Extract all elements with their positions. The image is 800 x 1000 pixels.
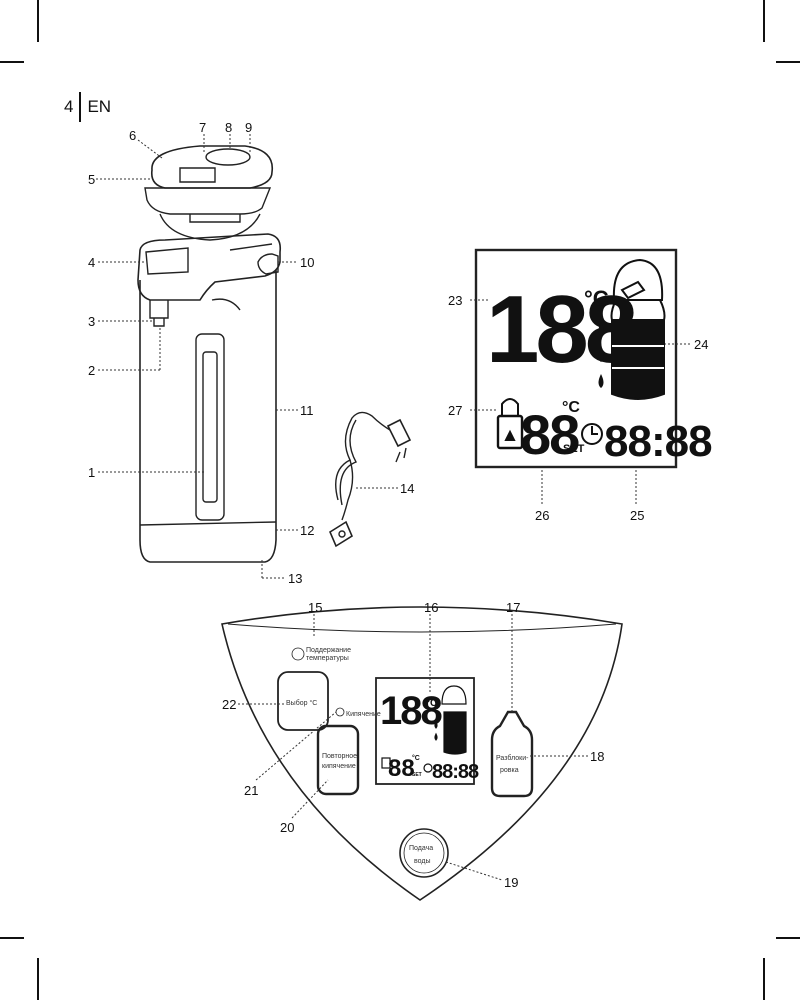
callout-24: 24 bbox=[694, 337, 708, 352]
panel-lcd-unit: °C bbox=[426, 698, 437, 709]
callout-10: 10 bbox=[300, 255, 314, 270]
dispense-water-button[interactable]: Подача воды bbox=[409, 845, 433, 865]
panel-labels: Поддержание температуры Кипячение bbox=[306, 647, 381, 718]
unlock-button[interactable]: Разблоки- ровка bbox=[496, 754, 529, 774]
crop-mark-top-left-v bbox=[37, 0, 39, 42]
callout-22: 22 bbox=[222, 697, 236, 712]
panel-lcd: 188 °C 88 °C SET 88:88 bbox=[380, 689, 480, 783]
clock-icon bbox=[581, 423, 603, 445]
callout-21: 21 bbox=[244, 783, 258, 798]
crop-mark-top-right-h bbox=[776, 61, 800, 63]
callout-2: 2 bbox=[88, 363, 95, 378]
panel-lcd-clock: 88:88 bbox=[432, 761, 479, 783]
dispense-button-label-1: Подача bbox=[409, 845, 433, 852]
reboil-button[interactable]: Повторное кипячение bbox=[322, 753, 357, 770]
control-panel-illustration bbox=[221, 606, 623, 901]
callout-3: 3 bbox=[88, 314, 95, 329]
panel-lcd-temperature: 188 bbox=[380, 689, 442, 733]
lcd-set-label: SET bbox=[563, 443, 585, 455]
callout-17: 17 bbox=[506, 600, 520, 615]
lcd-content: 188 °C 88 °C SET 88:88 bbox=[486, 276, 713, 466]
callout-25: 25 bbox=[630, 508, 644, 523]
lock-icon bbox=[496, 398, 524, 450]
crop-mark-bottom-right-v bbox=[763, 958, 765, 1000]
callout-13: 13 bbox=[288, 571, 302, 586]
lcd-set-temperature: 88 bbox=[520, 403, 579, 466]
callout-9: 9 bbox=[245, 120, 252, 135]
select-temp-button-label: Выбор °C bbox=[286, 699, 317, 707]
page-number: 4 bbox=[64, 97, 74, 116]
header-divider bbox=[79, 92, 82, 122]
lcd-main-unit: °C bbox=[584, 286, 609, 311]
callout-5: 5 bbox=[88, 172, 95, 187]
crop-mark-bottom-right-h bbox=[776, 937, 800, 939]
thermopot-illustration bbox=[137, 145, 282, 563]
callout-11: 11 bbox=[300, 403, 314, 418]
callout-23: 23 bbox=[448, 293, 462, 308]
panel-lcd-set-unit: °C bbox=[412, 754, 420, 762]
unlock-button-label-2: ровка bbox=[500, 767, 519, 774]
panel-lcd-set-temperature: 88 bbox=[388, 755, 415, 782]
callout-12: 12 bbox=[300, 523, 314, 538]
callout-7: 7 bbox=[199, 120, 206, 135]
callout-1: 1 bbox=[88, 465, 95, 480]
callout-6: 6 bbox=[129, 128, 136, 143]
callout-14: 14 bbox=[400, 481, 414, 496]
callout-4: 4 bbox=[88, 255, 95, 270]
select-temp-button[interactable]: Выбор °C bbox=[286, 699, 317, 707]
crop-mark-top-right-v bbox=[763, 0, 765, 42]
callout-8: 8 bbox=[225, 120, 232, 135]
keep-warm-label-1: Поддержание bbox=[306, 647, 351, 654]
lcd-display-large bbox=[474, 248, 678, 469]
lcd-clock: 88:88 bbox=[604, 417, 712, 466]
water-drop-icon bbox=[598, 322, 604, 388]
dispense-button-label-2: воды bbox=[414, 858, 431, 865]
unlock-button-label-1: Разблоки- bbox=[496, 754, 529, 762]
crop-mark-top-left-h bbox=[0, 61, 24, 63]
reboil-button-label-1: Повторное bbox=[322, 753, 357, 760]
kettle-icon bbox=[610, 258, 666, 400]
callout-27: 27 bbox=[448, 403, 462, 418]
panel-lcd-set-label: SET bbox=[412, 772, 422, 778]
crop-mark-bottom-left-h bbox=[0, 937, 24, 939]
leader-lines bbox=[96, 134, 692, 881]
panel-lcd-kettle-icon bbox=[381, 685, 467, 773]
boiling-indicator-label: Кипячение bbox=[346, 711, 381, 718]
crop-mark-bottom-left-v bbox=[37, 958, 39, 1000]
callout-15: 15 bbox=[308, 600, 322, 615]
page-header: 4 EN bbox=[64, 92, 111, 122]
callout-20: 20 bbox=[280, 820, 294, 835]
callout-26: 26 bbox=[535, 508, 549, 523]
callout-numbers: 1 2 3 4 5 6 7 8 9 10 11 12 13 14 15 16 1… bbox=[88, 120, 708, 890]
lcd-set-unit: °C bbox=[562, 399, 580, 416]
callout-16: 16 bbox=[424, 600, 438, 615]
callout-18: 18 bbox=[590, 749, 604, 764]
callout-19: 19 bbox=[504, 875, 518, 890]
power-cord-illustration bbox=[328, 411, 412, 548]
keep-warm-label-2: температуры bbox=[306, 655, 349, 662]
page-language: EN bbox=[87, 97, 112, 116]
reboil-button-label-2: кипячение bbox=[322, 763, 356, 770]
